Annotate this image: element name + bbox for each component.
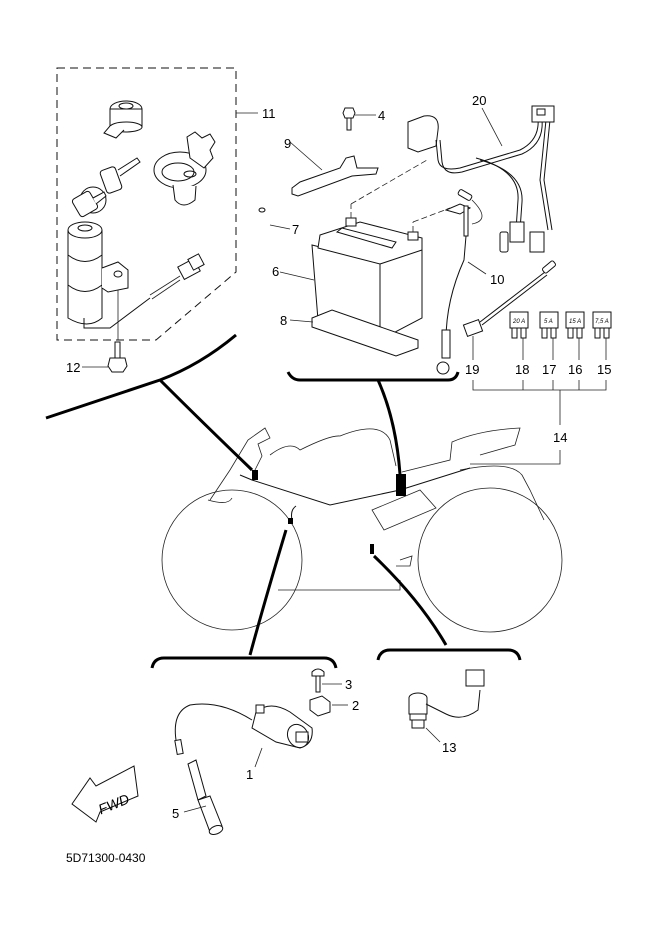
fuse-16: 15 A — [565, 311, 585, 360]
main-switch-lock-set-group — [56, 67, 258, 341]
fuel-tank-cap — [153, 131, 216, 206]
leader-neutral-switch — [372, 554, 448, 646]
battery-group-bracket — [286, 371, 460, 382]
drawing-code: 5D71300-0430 — [66, 851, 146, 865]
spark-plug-cap — [183, 759, 224, 835]
callout-20: 20 — [472, 93, 486, 108]
svg-text:15 A: 15 A — [569, 319, 581, 325]
svg-text:20 A: 20 A — [512, 319, 525, 325]
callout-5: 5 — [172, 806, 179, 821]
battery — [279, 159, 451, 341]
callout-15: 15 — [597, 362, 611, 377]
starter-relay-lead — [407, 105, 555, 253]
fuse-set-bracket — [472, 380, 607, 425]
wire-harness — [239, 467, 471, 506]
main-switch — [67, 221, 205, 329]
callout-10: 10 — [490, 272, 504, 287]
neutral-switch-group-bracket — [376, 648, 522, 661]
callout-6: 6 — [272, 264, 279, 279]
callout-17: 17 — [542, 362, 556, 377]
breather-pipe — [254, 207, 291, 296]
fuse-15: 7,5 A — [592, 311, 612, 360]
callout-8: 8 — [280, 313, 287, 328]
forward-direction-arrow: FWD — [71, 765, 139, 823]
battery-lead — [436, 189, 487, 375]
callout-12: 12 — [66, 360, 80, 375]
callout-14: 14 — [553, 430, 567, 445]
callout-19: 19 — [465, 362, 479, 377]
keys — [71, 157, 141, 218]
motorcycle-outline — [161, 427, 563, 633]
callout-16: 16 — [568, 362, 582, 377]
seat-lock — [103, 100, 143, 139]
ignition-coil-group-bracket — [150, 656, 338, 669]
nut-2 — [309, 695, 348, 717]
callout-7: 7 — [292, 222, 299, 237]
leader-ignition-coil — [248, 529, 288, 656]
neutral-switch — [408, 669, 485, 743]
callout-3: 3 — [345, 677, 352, 692]
bolt-12 — [82, 341, 128, 373]
harness-connector — [396, 474, 406, 496]
svg-text:7,5 A: 7,5 A — [595, 319, 609, 325]
dashed-group-box — [56, 67, 237, 341]
callout-18: 18 — [515, 362, 529, 377]
battery-pad — [289, 309, 419, 357]
ignition-coil — [174, 703, 313, 768]
leader-battery — [376, 379, 402, 475]
bolt-3 — [311, 668, 342, 693]
fuse-17: 5 A — [539, 311, 559, 360]
callout-9: 9 — [284, 136, 291, 151]
callout-4: 4 — [378, 108, 385, 123]
callout-13: 13 — [442, 740, 456, 755]
bolt-4 — [342, 107, 376, 131]
battery-band — [289, 141, 379, 197]
callout-11: 11 — [262, 106, 276, 121]
fuse-holder — [462, 260, 556, 360]
callout-1: 1 — [246, 767, 253, 782]
callout-2: 2 — [352, 698, 359, 713]
fuse-18: 20 A — [509, 311, 529, 360]
leader-main-switch — [45, 333, 254, 472]
svg-text:5 A: 5 A — [544, 319, 553, 325]
